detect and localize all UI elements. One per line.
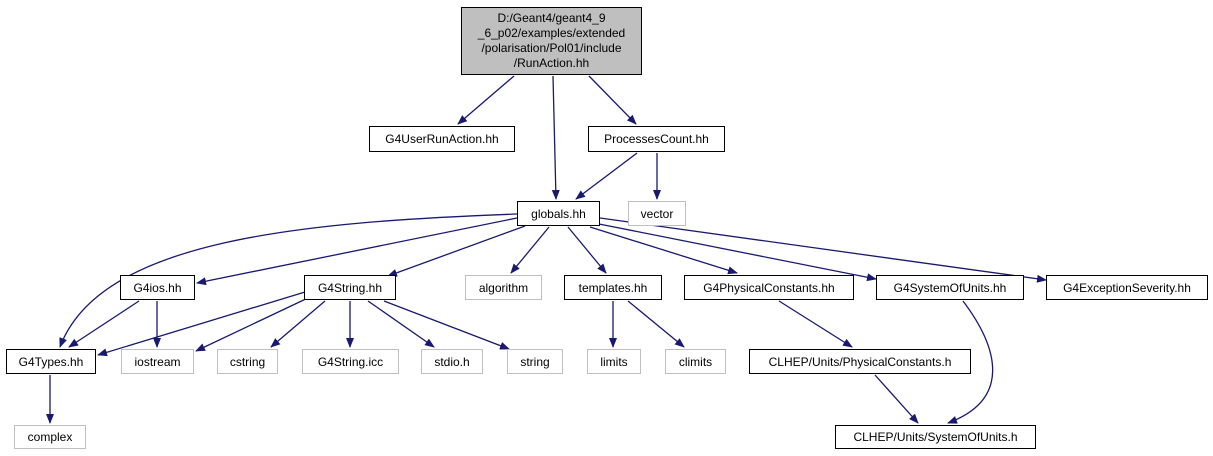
edge-g4ios-to-g4types <box>68 300 140 348</box>
edge-globals-to-g4string <box>387 225 526 277</box>
node-string: string <box>507 349 563 374</box>
node-processescount-hh[interactable]: ProcessesCount.hh <box>588 126 725 152</box>
edge-templates-to-climits <box>627 300 685 348</box>
edge-g4physical-constants-to-clhepphysical-constants <box>778 300 853 348</box>
edge-g4string-to-stdio <box>367 300 435 348</box>
edge-globals-to-algorithm <box>510 226 550 274</box>
node-iostream: iostream <box>121 349 194 374</box>
edge-g4string-to-iostream <box>195 296 311 352</box>
edge-globals-to-g4physical-constants <box>589 226 738 275</box>
edge-root-to-processes-count <box>588 75 637 125</box>
node-g4string-hh[interactable]: G4String.hh <box>304 275 396 300</box>
node-g4ios-hh[interactable]: G4ios.hh <box>120 275 195 300</box>
edge-globals-to-g4types <box>59 213 518 348</box>
node-climits: climits <box>665 349 726 374</box>
node-runaction-hh[interactable]: D:/Geant4/geant4_9 _6_p02/examples/exten… <box>461 7 642 75</box>
edge-globals-to-templates <box>567 226 607 274</box>
node-algorithm: algorithm <box>465 275 542 300</box>
node-clhep-systemofunits-h[interactable]: CLHEP/Units/SystemOfUnits.h <box>835 425 1036 449</box>
node-globals-hh[interactable]: globals.hh <box>517 201 600 226</box>
edge-processes-count-to-globals <box>575 152 638 200</box>
edge-root-to-globals <box>551 75 560 200</box>
node-g4string-icc: G4String.icc <box>302 349 399 374</box>
edge-globals-to-g4ios <box>196 217 518 286</box>
edge-root-to-g4user-run-action <box>457 75 515 125</box>
edge-g4string-to-g4types <box>97 291 306 357</box>
node-g4systemofunits-hh[interactable]: G4SystemOfUnits.hh <box>876 275 1024 300</box>
edge-globals-to-g4system-of-units <box>598 223 877 282</box>
node-g4types-hh[interactable]: G4Types.hh <box>6 349 96 374</box>
node-cstring: cstring <box>217 349 278 374</box>
node-limits: limits <box>587 349 641 374</box>
edge-g4string-to-cstring <box>270 300 326 348</box>
node-stdio-h: stdio.h <box>421 349 483 374</box>
edge-globals-to-g4exception-severity <box>599 217 1047 283</box>
node-vector: vector <box>628 201 686 226</box>
node-g4physicalconstants-hh[interactable]: G4PhysicalConstants.hh <box>684 275 854 300</box>
node-complex: complex <box>14 425 86 449</box>
node-g4userrunaction-hh[interactable]: G4UserRunAction.hh <box>369 126 515 152</box>
edge-g4system-of-units-to-clhepsystem-of-units <box>947 300 994 424</box>
node-clhep-physicalconstants-h[interactable]: CLHEP/Units/PhysicalConstants.h <box>749 349 971 374</box>
node-g4exceptionseverity-hh[interactable]: G4ExceptionSeverity.hh <box>1046 275 1208 300</box>
edge-clhepphysical-constants-to-clhepsystem-of-units <box>874 374 919 424</box>
edge-g4string-to-string <box>383 300 510 350</box>
node-templates-hh[interactable]: templates.hh <box>564 275 662 300</box>
